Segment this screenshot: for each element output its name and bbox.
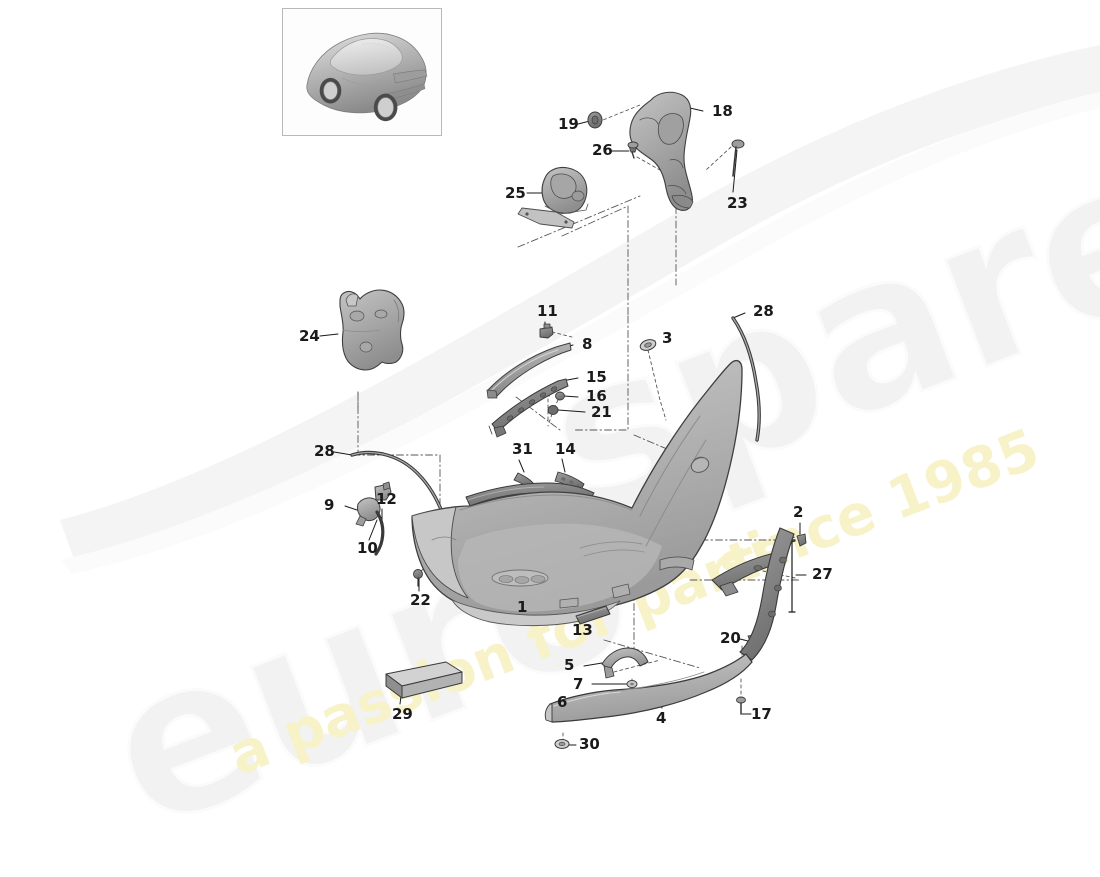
callout-11: 11 <box>537 302 558 320</box>
part-28-right-shape <box>731 316 761 442</box>
callout-22: 22 <box>410 591 431 609</box>
callout-24: 24 <box>299 327 320 345</box>
callout-31: 31 <box>512 440 533 458</box>
part-26-shape <box>627 141 639 159</box>
vehicle-thumbnail-image <box>306 32 428 122</box>
callout-26: 26 <box>592 141 613 159</box>
callout-29: 29 <box>392 705 413 723</box>
callout-20: 20 <box>720 629 741 647</box>
vehicle-thumbnail <box>282 8 442 136</box>
callout-14: 14 <box>555 440 576 458</box>
callout-28-left: 28 <box>314 442 335 460</box>
callout-10: 10 <box>357 539 378 557</box>
part-7-shape <box>626 679 638 689</box>
callout-13: 13 <box>572 621 593 639</box>
callout-4: 4 <box>656 709 667 727</box>
parts-diagram-page: euro spares a passion for parts since 19… <box>60 8 1100 877</box>
part-15-shape <box>488 378 569 438</box>
part-11-shape <box>539 323 554 339</box>
callout-3: 3 <box>662 329 673 347</box>
part-25-shape <box>517 166 589 229</box>
part-5-shape <box>601 647 649 679</box>
exploded-parts-drawing <box>319 91 807 749</box>
part-18-shape <box>629 91 694 211</box>
callout-9: 9 <box>324 496 335 514</box>
part-23-shape <box>731 139 745 177</box>
callout-19: 19 <box>558 115 579 133</box>
callout-12: 12 <box>376 490 397 508</box>
callout-23: 23 <box>727 194 748 212</box>
callout-5: 5 <box>564 656 575 674</box>
callout-21: 21 <box>591 403 612 421</box>
part-16-shape <box>555 391 565 401</box>
callout-7: 7 <box>573 675 584 693</box>
part-8-shape <box>486 342 572 399</box>
part-19-shape <box>587 111 603 129</box>
part-10-shape <box>374 510 385 556</box>
callout-30: 30 <box>579 735 600 753</box>
callout-18: 18 <box>712 102 733 120</box>
part-12-shape <box>374 481 392 501</box>
part-1-shape <box>411 359 743 627</box>
callout-28-right: 28 <box>753 302 774 320</box>
part-30-shape <box>554 739 570 749</box>
callout-15: 15 <box>586 368 607 386</box>
callout-16: 16 <box>586 387 607 405</box>
callout-6: 6 <box>557 693 568 711</box>
callout-8: 8 <box>582 335 593 353</box>
part-22-shape <box>413 569 423 587</box>
part-29-shape <box>385 661 463 699</box>
part-3-shape <box>639 339 657 351</box>
part-17-shape <box>736 696 746 715</box>
callout-27: 27 <box>812 565 833 583</box>
part-13-shape <box>575 605 611 625</box>
callout-2: 2 <box>793 503 804 521</box>
callout-17: 17 <box>751 705 772 723</box>
part-4-shape <box>544 527 795 723</box>
part-24-shape <box>339 289 405 371</box>
callout-25: 25 <box>505 184 526 202</box>
part-21-shape <box>547 405 559 415</box>
callout-1: 1 <box>517 598 528 616</box>
